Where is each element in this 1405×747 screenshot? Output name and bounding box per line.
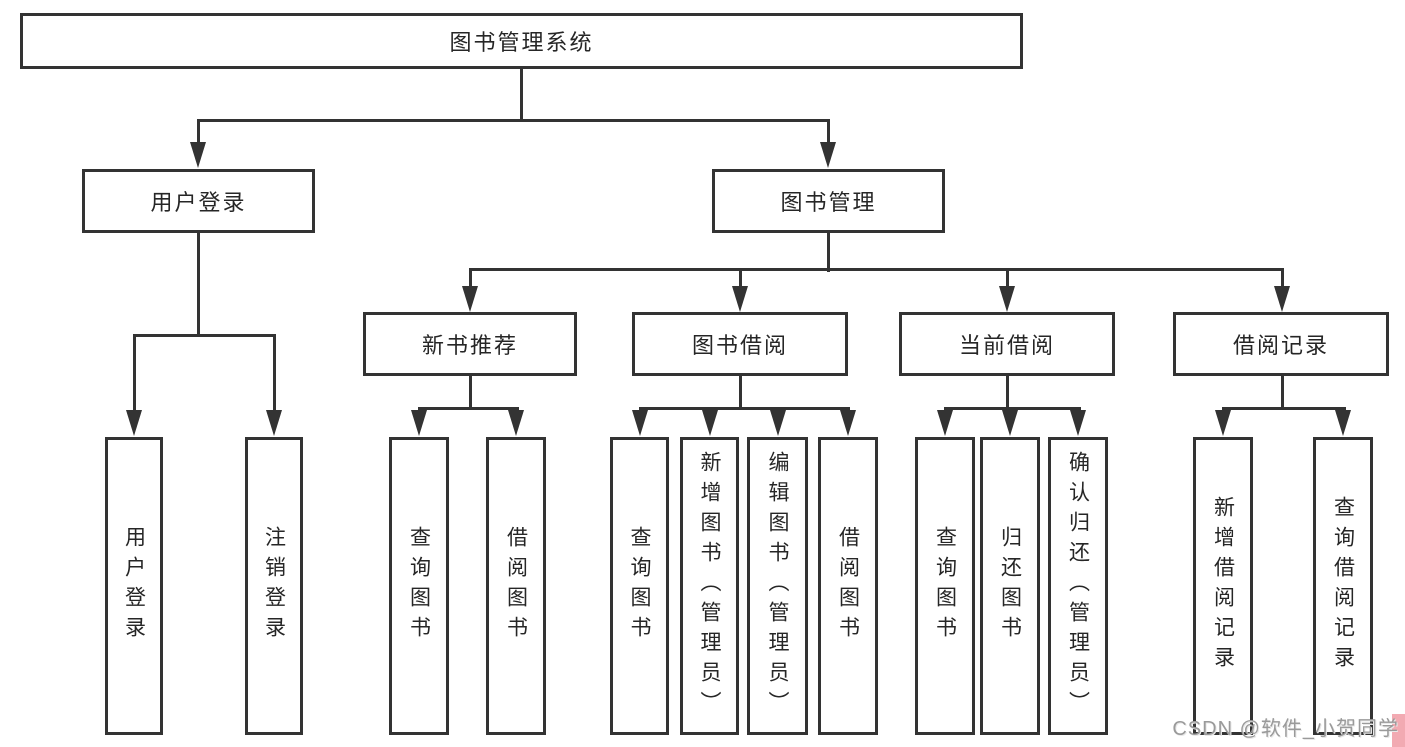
node-leaf-borrow-books: 借阅图书 (818, 437, 878, 735)
arrow-down-icon (937, 410, 953, 436)
connector-line (469, 374, 472, 410)
connector-line (469, 268, 472, 291)
arrow-down-icon (770, 410, 786, 436)
node-label: 借阅图书 (504, 526, 528, 646)
arrow-down-icon (820, 142, 836, 168)
node-label: 查询图书 (933, 526, 957, 646)
connector-line (1281, 268, 1284, 291)
watermark-highlight (1392, 714, 1405, 747)
node-book-management: 图书管理 (712, 169, 945, 233)
node-library-management-system: 图书管理系统 (20, 13, 1023, 69)
connector-line (133, 334, 276, 337)
arrow-down-icon (999, 286, 1015, 312)
node-leaf-logout: 注销登录 (245, 437, 303, 735)
connector-line (273, 334, 276, 414)
connector-line (520, 69, 523, 121)
connector-line (827, 232, 830, 272)
node-label: 查询图书 (628, 526, 652, 646)
arrow-down-icon (266, 410, 282, 436)
node-borrowing-records: 借阅记录 (1173, 312, 1389, 376)
connector-line (197, 232, 200, 337)
node-leaf-user-login: 用户登录 (105, 437, 163, 735)
node-label: 确认归还（管理员） (1066, 451, 1090, 721)
node-label: 查询借阅记录 (1331, 496, 1355, 676)
arrow-down-icon (462, 286, 478, 312)
arrow-down-icon (508, 410, 524, 436)
node-user-login: 用户登录 (82, 169, 315, 233)
connector-line (197, 119, 200, 149)
node-new-book-recommendation: 新书推荐 (363, 312, 577, 376)
node-label: 归还图书 (998, 526, 1022, 646)
node-label: 用户登录 (122, 526, 146, 646)
arrow-down-icon (411, 410, 427, 436)
connector-line (944, 407, 1081, 410)
node-label: 新书推荐 (421, 333, 518, 358)
watermark-text: CSDN @软件_小贺同学 (1172, 718, 1399, 740)
connector-line (739, 268, 742, 291)
arrow-down-icon (1274, 286, 1290, 312)
node-label: 图书借阅 (691, 333, 788, 358)
connector-line (1006, 374, 1009, 410)
node-leaf-borrow-books-recommend: 借阅图书 (486, 437, 546, 735)
node-label: 借阅记录 (1232, 333, 1329, 358)
node-leaf-query-books-borrowing: 查询图书 (610, 437, 669, 735)
connector-line (418, 407, 519, 410)
arrow-down-icon (702, 410, 718, 436)
connector-line (1006, 268, 1009, 291)
node-leaf-query-borrow-record: 查询借阅记录 (1313, 437, 1373, 735)
arrow-down-icon (1002, 410, 1018, 436)
node-label: 图书管理 (780, 190, 877, 215)
node-label: 编辑图书（管理员） (766, 451, 790, 721)
node-label: 当前借阅 (958, 333, 1055, 358)
node-leaf-query-books-recommend: 查询图书 (389, 437, 449, 735)
node-label: 查询图书 (407, 526, 431, 646)
node-label: 用户登录 (150, 190, 247, 215)
node-current-borrowing: 当前借阅 (899, 312, 1115, 376)
node-book-borrowing: 图书借阅 (632, 312, 848, 376)
connector-line (1281, 374, 1284, 410)
connector-line (197, 119, 830, 122)
arrow-down-icon (190, 142, 206, 168)
node-leaf-return-books: 归还图书 (980, 437, 1040, 735)
connector-line (1222, 407, 1346, 410)
node-label: 注销登录 (262, 526, 286, 646)
node-label: 新增借阅记录 (1211, 496, 1235, 676)
node-leaf-add-borrow-record: 新增借阅记录 (1193, 437, 1253, 735)
node-label: 新增图书（管理员） (698, 451, 722, 721)
arrow-down-icon (840, 410, 856, 436)
arrow-down-icon (1335, 410, 1351, 436)
arrow-down-icon (126, 410, 142, 436)
arrow-down-icon (732, 286, 748, 312)
connector-line (639, 407, 850, 410)
node-leaf-query-books-current: 查询图书 (915, 437, 975, 735)
node-leaf-confirm-return-admin: 确认归还（管理员） (1048, 437, 1108, 735)
node-label: 借阅图书 (836, 526, 860, 646)
arrow-down-icon (632, 410, 648, 436)
node-leaf-edit-books-admin: 编辑图书（管理员） (747, 437, 808, 735)
connector-line (739, 374, 742, 410)
arrow-down-icon (1070, 410, 1086, 436)
connector-line (827, 119, 830, 149)
arrow-down-icon (1215, 410, 1231, 436)
connector-line (469, 268, 1284, 271)
node-label: 图书管理系统 (449, 30, 594, 55)
connector-line (133, 334, 136, 414)
node-leaf-add-books-admin: 新增图书（管理员） (680, 437, 739, 735)
